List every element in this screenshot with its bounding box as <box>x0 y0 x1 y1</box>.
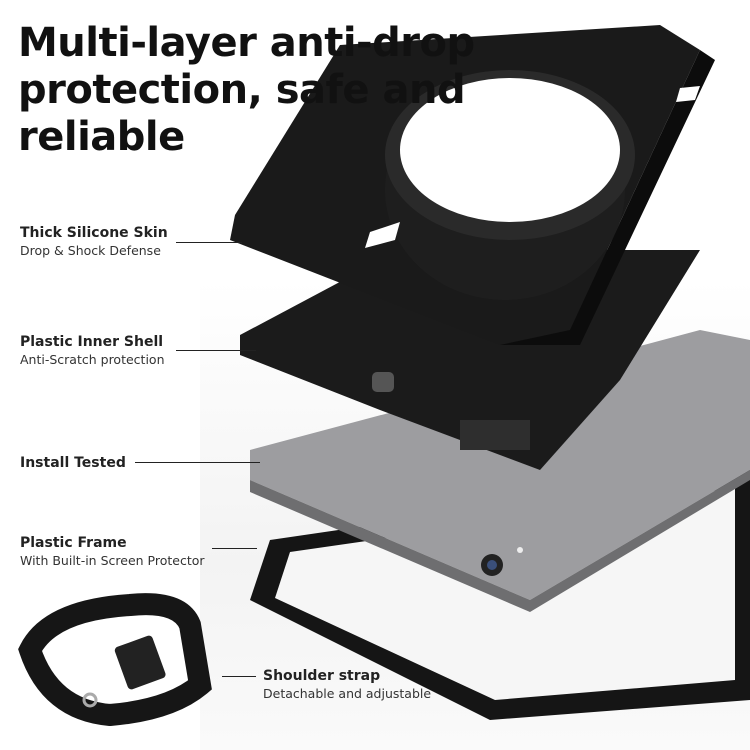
feature-shoulder-strap: Shoulder strap Detachable and adjustable <box>263 667 431 703</box>
callout-line <box>222 676 256 677</box>
callout-line <box>135 462 260 463</box>
shoulder-strap-image <box>18 593 212 727</box>
silicone-skin-image <box>230 25 715 345</box>
feature-subtitle: Detachable and adjustable <box>263 686 432 701</box>
feature-subtitle: With Built-in Screen Protector <box>20 553 205 568</box>
feature-plastic-frame: Plastic Frame With Built-in Screen Prote… <box>20 534 205 570</box>
feature-subtitle: Drop & Shock Defense <box>20 243 161 258</box>
feature-install-tested: Install Tested <box>20 454 126 472</box>
feature-title: Thick Silicone Skin <box>20 225 168 241</box>
callout-line <box>212 548 257 549</box>
callout-line <box>176 350 256 351</box>
feature-title: Shoulder strap <box>263 668 381 684</box>
callout-line <box>176 242 242 243</box>
feature-silicone-skin: Thick Silicone Skin Drop & Shock Defense <box>20 224 168 260</box>
feature-inner-shell: Plastic Inner Shell Anti-Scratch protect… <box>20 333 165 369</box>
feature-subtitle: Anti-Scratch protection <box>20 352 165 367</box>
feature-title: Plastic Frame <box>20 535 127 551</box>
feature-title: Plastic Inner Shell <box>20 334 164 350</box>
feature-title: Install Tested <box>20 455 126 471</box>
tablet-image <box>250 330 750 612</box>
headline: Multi-layer anti-drop protection, safe a… <box>18 20 475 160</box>
